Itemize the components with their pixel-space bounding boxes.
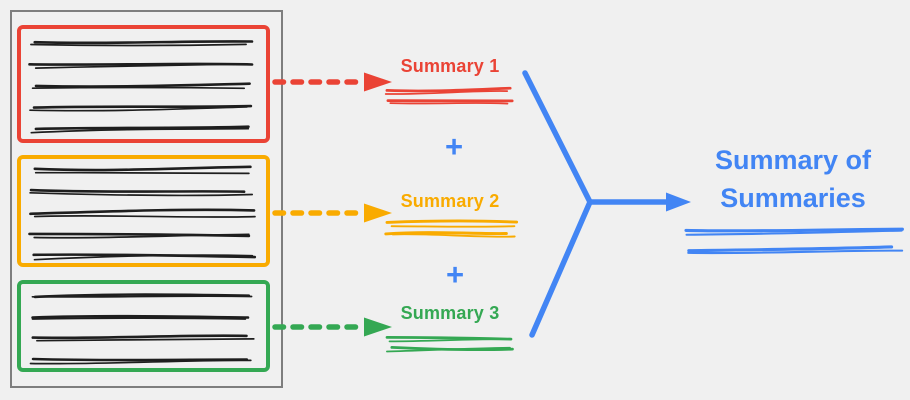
document-box — [10, 10, 283, 388]
arrow-chunk1-to-summary1 — [272, 72, 392, 92]
chunk-3-scribbles — [29, 293, 255, 365]
chunk-2-scribbles — [28, 165, 257, 261]
document-chunk-1 — [17, 25, 270, 143]
plus-operator-2: + — [445, 257, 465, 292]
arrow-chunk2-to-summary2 — [272, 203, 392, 223]
document-chunk-3 — [17, 280, 270, 372]
summary-2-label: Summary 2 — [400, 191, 500, 211]
document-chunk-2 — [17, 155, 270, 267]
summary-3-label: Summary 3 — [400, 303, 500, 323]
summary-of-summaries-label: Summary of Summaries — [714, 145, 872, 213]
summary-1-label: Summary 1 — [400, 56, 500, 76]
plus-operator-1: + — [444, 129, 464, 164]
arrow-chunk3-to-summary3 — [272, 317, 392, 337]
merge-arrow — [522, 70, 691, 338]
chunk-1-scribbles — [28, 40, 254, 134]
